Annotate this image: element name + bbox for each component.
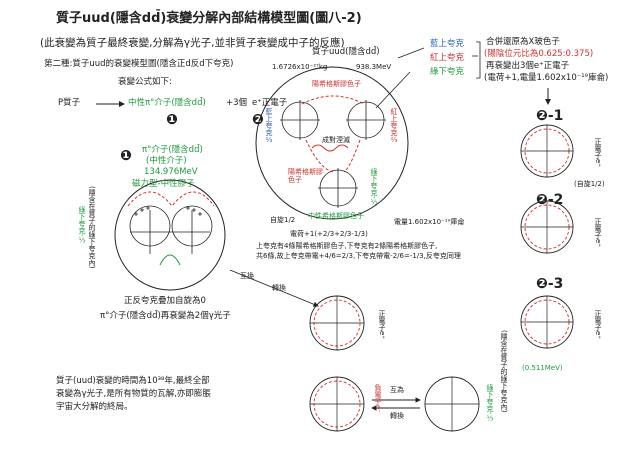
charge-label: 電量1.602x10⁻¹⁹庫侖 — [394, 218, 465, 226]
positron-label-1: 正電子e⁺ — [594, 138, 603, 168]
marker-2-1: ❷-1 — [536, 108, 564, 124]
center-green-down: 綠下夸克-⅓ — [370, 168, 379, 207]
proton-circle — [255, 66, 409, 220]
spin-label: 自旋1/2 — [270, 216, 296, 224]
charge-formula: 電荷+1(+2/3+2/3-1/3) — [290, 230, 368, 238]
gluon-note-2: 共6條,故上夸克帶電+4/6=2/3,下夸克帶電-2/6=-1/3,反夸克同理 — [256, 252, 461, 260]
formula-marker-1: ❶ — [166, 112, 178, 128]
formula-plus3: +3個 — [226, 98, 248, 108]
bottom-note-1: 質子(uud)衰變的時間為10³⁸年,最終全部 — [56, 376, 210, 386]
positron-spin: (自旋1/2) — [574, 180, 605, 188]
page-title: 質子uud(隱含dd̄)衰變分解內部結構模型圖(圖八-2) — [56, 11, 362, 26]
formula-positron: e⁺正電子 — [252, 98, 288, 108]
bottom-note-2: 衰變為γ光子,是所有物質的瓦解,亦即膨脹 — [56, 389, 211, 399]
swap-arrow — [229, 269, 319, 307]
bottom-note-3: 宇宙大分解的終局。 — [56, 402, 133, 412]
combine-line-4: (電荷+1,電量1.602x10⁻¹⁹庫侖) — [484, 73, 609, 83]
pion-circle — [114, 179, 226, 291]
proton-mass-kg: 1.6726x10⁻²⁷kg — [272, 63, 328, 71]
center-blue-up: 藍上夸克⅔ — [265, 108, 274, 144]
lower-positron-label: 正電子e⁺ — [378, 310, 387, 340]
combine-line-1: 合併還原為X玻色子 — [486, 37, 560, 47]
page-subtitle: (此衰變為質子最終衰變,分解為γ光子,並非質子衰變成中子的反應) — [40, 37, 345, 49]
marker-2-2: ❷-2 — [536, 192, 564, 208]
spin-caption: 正反夸克疊加自旋為0 — [124, 296, 206, 306]
pointer-line — [375, 71, 411, 109]
combine-line-2: (陽陰位元比為0.625:0.375) — [484, 49, 594, 59]
positron-label-3: 正電子e⁺ — [594, 310, 603, 340]
gluon-link — [301, 95, 365, 105]
right-blue-up: 藍上夸克 — [430, 39, 465, 49]
negatron-label: 負電子e⁻ — [374, 384, 383, 414]
right-hidden-label: (隱含在質子的綠下夸克內) — [500, 330, 509, 413]
swap-label-2: 轉換 — [272, 284, 286, 292]
swap-b-label: 互為 — [390, 386, 404, 394]
annihilation-label: 成對湮滅 — [322, 136, 350, 144]
gluon-arc — [127, 191, 215, 207]
bracket — [476, 41, 481, 79]
formula-label: 衰變公式如下: — [118, 77, 172, 87]
positron-label-2: 正電子e⁺ — [594, 218, 603, 248]
combine-line-3: 再衰變出3個e⁺正電子 — [486, 61, 570, 71]
right-green-down: 綠下夸克 — [430, 67, 465, 77]
proton-label: 質子uud(隱含dd̄) — [312, 47, 380, 57]
yin-gluon-label: 陽希格斯膠色子 — [288, 168, 323, 185]
pion-decay-caption: π°介子(隱含dd̄)再衰變為2個γ光子 — [100, 311, 231, 321]
formula-proton: P質子 — [58, 98, 81, 108]
formula-marker-2: ❷ — [252, 112, 264, 128]
gluon-link — [343, 139, 361, 173]
magnetic-gluon: 磁力型-中性膠子 — [132, 179, 195, 189]
swap-b-label-2: 轉換 — [390, 412, 404, 420]
yang-gluon-label: 陽希格斯膠色子 — [312, 80, 361, 88]
right-red-up: 紅上夸克 — [430, 53, 465, 63]
pion-neutral: (中性介子) — [146, 156, 187, 166]
gluon-note-1: 上夸克有4條陽希格斯膠色子,下夸克有2條陽希格斯膠色子, — [256, 242, 438, 250]
neutral-gluon-label: 中性希格斯膠色子 — [308, 212, 364, 220]
plus-marks — [134, 206, 202, 216]
annihilation-wave — [311, 144, 349, 152]
pion-side-label: (隱含在質子的綠下夸克內) — [88, 186, 97, 269]
positron-mass: (0.511MeV) — [522, 364, 563, 372]
method-label: 第二種:質子uud的衰變模型圖(隱含正d反d下夸克) — [44, 59, 234, 69]
proton-mass-mev: 938.3MeV — [356, 63, 392, 71]
center-red-up: 紅上夸克⅔ — [390, 108, 399, 144]
green-link — [159, 254, 181, 266]
gluon-link — [305, 139, 335, 173]
pion-marker: ❶ — [120, 148, 132, 164]
pion-name: π°介子(隱含dd̄) — [142, 145, 203, 155]
pion-mass: 134.976MeV — [144, 167, 198, 177]
pion-green-down: 綠下夸克-⅓ — [78, 206, 87, 245]
pointer-line — [397, 47, 425, 59]
formula-neutral-pion: 中性π°介子(隱含dd̄) — [128, 98, 206, 108]
marker-2-3: ❷-3 — [536, 276, 564, 292]
lower-green-down: 綠下夸克-⅓ — [486, 384, 495, 423]
swap-label: 互換 — [240, 272, 254, 280]
